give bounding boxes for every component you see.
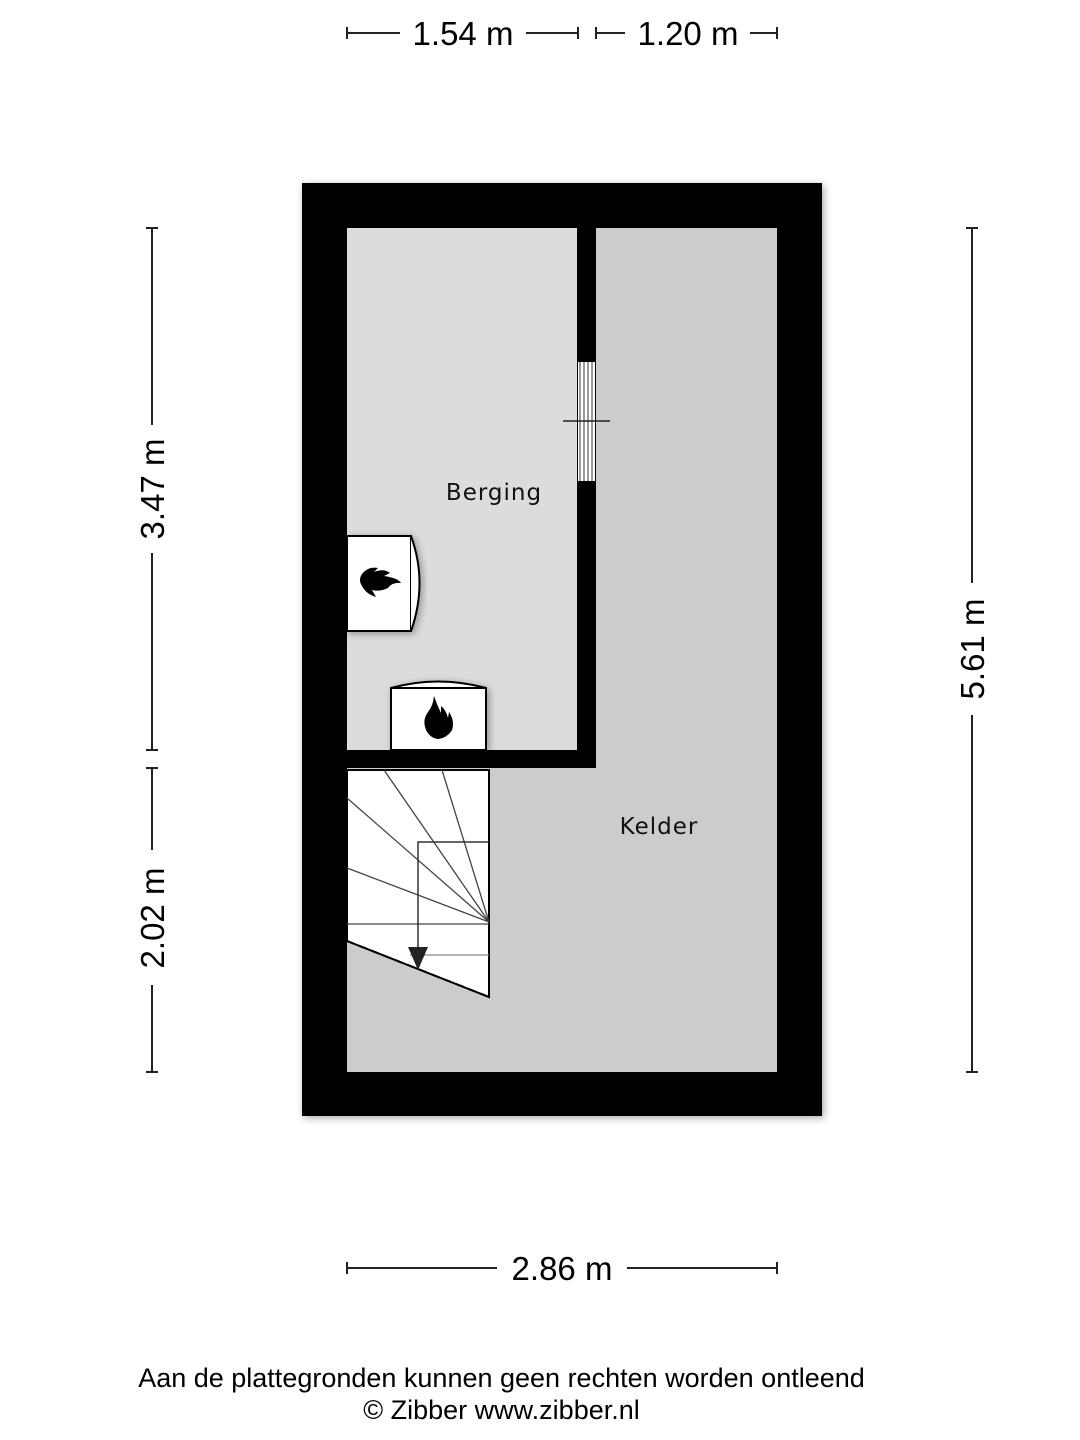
copyright-text: © Zibber www.zibber.nl xyxy=(363,1395,640,1425)
flame-icon xyxy=(424,696,453,739)
dimension-top-left-label: 1.54 m xyxy=(413,15,514,52)
dimension-left-lower-label: 2.02 m xyxy=(134,868,171,969)
disclaimer-text: Aan de plattegronden kunnen geen rechten… xyxy=(138,1363,865,1393)
inner-wall-vertical xyxy=(577,228,596,768)
dimension-top-right-label: 1.20 m xyxy=(638,15,739,52)
flame-icon xyxy=(360,567,401,597)
dimension-bottom xyxy=(346,1262,778,1274)
dimension-top xyxy=(346,27,778,39)
dimension-right-label: 5.61 m xyxy=(954,599,991,700)
room-label-kelder: Kelder xyxy=(620,814,699,840)
dimension-bottom-label: 2.86 m xyxy=(512,1250,613,1287)
staircase xyxy=(346,769,490,999)
dimension-right xyxy=(966,227,978,1073)
berging-floor xyxy=(347,228,577,750)
dimension-left-upper-label: 3.47 m xyxy=(134,439,171,540)
inner-wall-horizontal xyxy=(347,750,596,768)
room-label-berging: Berging xyxy=(446,480,542,506)
wall-opening xyxy=(563,362,610,481)
dimension-left xyxy=(146,227,158,1073)
